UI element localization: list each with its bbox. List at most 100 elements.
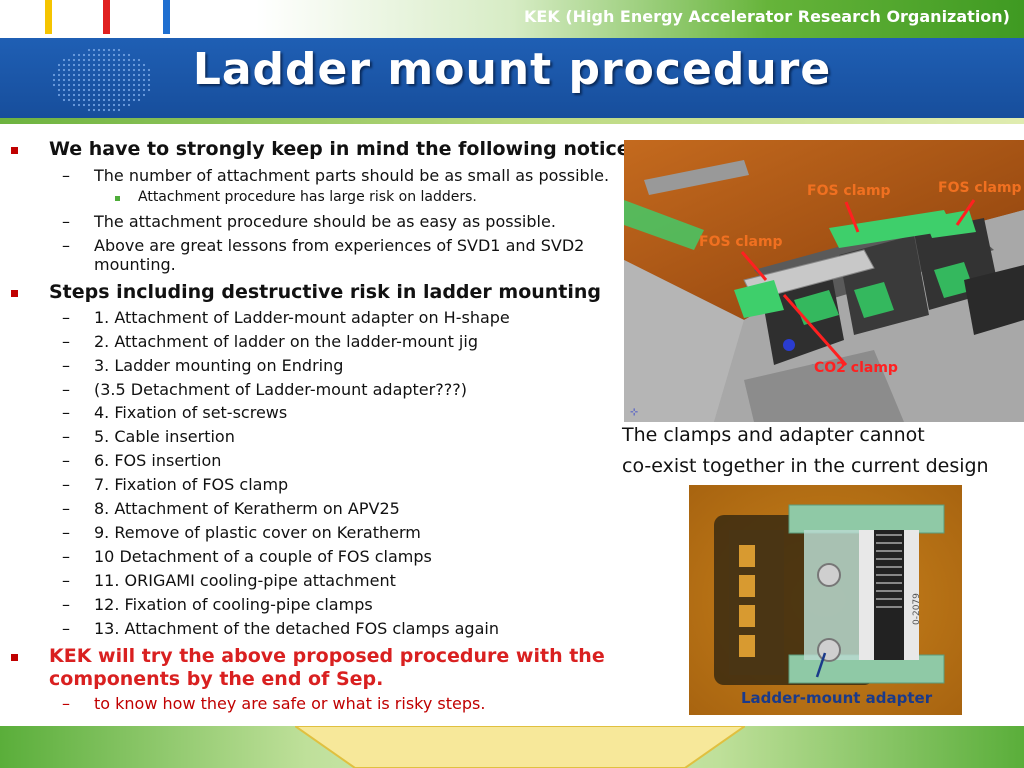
dotted-globe-icon [52, 48, 151, 112]
bullet-list: We have to strongly keep in mind the fol… [0, 130, 649, 720]
fos-clamp-label-1: FOS clamp [807, 183, 891, 199]
bullet-level-1: KEK will try the above proposed procedur… [0, 645, 620, 669]
bullet-text: components by the end of Sep. [49, 668, 384, 690]
dash-bullet-icon: – [62, 619, 70, 638]
fos-clamp-label-2: FOS clamp [938, 180, 1022, 196]
ladder-mount-adapter-photo: 0-2079 Ladder-mount adapter [689, 485, 962, 715]
bullet-text: 8. Attachment of Keratherm on APV25 [94, 499, 400, 518]
dash-bullet-icon: – [62, 523, 70, 542]
dash-bullet-icon: – [62, 499, 70, 518]
fos-arrow-2 [955, 199, 976, 226]
bullet-square-icon [11, 654, 18, 661]
image-caption-line-2: co-exist together in the current design [622, 455, 989, 477]
bullet-text: The attachment procedure should be as ea… [94, 212, 556, 231]
screw-top [817, 563, 841, 587]
bullet-level-2: – 7. Fixation of FOS clamp [0, 475, 620, 499]
bullet-level-2: – 5. Cable insertion [0, 427, 620, 451]
fos-arrow-3 [740, 251, 768, 281]
bullet-level-2: – 3. Ladder mounting on Endring [0, 356, 620, 380]
bullet-text: mounting. [94, 255, 176, 274]
bullet-level-3: Attachment procedure has large risk on l… [0, 189, 620, 213]
dash-bullet-icon: – [62, 475, 70, 494]
dash-bullet-icon: – [62, 403, 70, 422]
bullet-text: Above are great lessons from experiences… [94, 236, 585, 255]
logo-stripe-blue [163, 0, 170, 34]
bullet-text: 12. Fixation of cooling-pipe clamps [94, 595, 373, 614]
top-banner: KEK (High Energy Accelerator Research Or… [0, 0, 1024, 38]
dash-bullet-icon: – [62, 451, 70, 470]
fos-arrow-1 [844, 201, 860, 233]
title-bar [0, 38, 1024, 118]
bullet-text: Attachment procedure has large risk on l… [138, 189, 477, 205]
dash-bullet-icon: – [62, 380, 70, 399]
bullet-level-2: – 10 Detachment of a couple of FOS clamps [0, 547, 620, 571]
bullet-text: (3.5 Detachment of Ladder-mount adapter?… [94, 380, 467, 399]
bullet-text: 11. ORIGAMI cooling-pipe attachment [94, 571, 396, 590]
bullet-text: Steps including destructive risk in ladd… [49, 281, 602, 303]
axis-triad-icon: ⊹ [630, 407, 638, 418]
fos-clamp-label-3: FOS clamp [699, 234, 783, 250]
bullet-text: 13. Attachment of the detached FOS clamp… [94, 619, 499, 638]
dash-bullet-icon: – [62, 427, 70, 446]
title-bar-accent [0, 118, 1024, 124]
bullet-text: 9. Remove of plastic cover on Keratherm [94, 523, 421, 542]
bullet-text: 6. FOS insertion [94, 451, 222, 470]
bullet-level-2: – 13. Attachment of the detached FOS clam… [0, 619, 620, 643]
co2-arrow [782, 294, 848, 366]
bullet-level-2: – 4. Fixation of set-screws [0, 403, 620, 427]
bullet-text: 2. Attachment of ladder on the ladder-mo… [94, 332, 478, 351]
dash-bullet-icon: – [62, 571, 70, 590]
screw-bottom [817, 638, 841, 662]
bullet-level-2: – The attachment procedure should be as e… [0, 212, 620, 236]
bullet-text: 7. Fixation of FOS clamp [94, 475, 289, 494]
bullet-text: 1. Attachment of Ladder-mount adapter on… [94, 308, 510, 327]
bullet-square-icon [11, 290, 18, 297]
bullet-level-2: – 12. Fixation of cooling-pipe clamps [0, 595, 620, 619]
bullet-level-2: – 11. ORIGAMI cooling-pipe attachment [0, 571, 620, 595]
bullet-text: to know how they are safe or what is ris… [94, 694, 486, 713]
logo-stripe-red [103, 0, 110, 34]
bullet-level-2: mounting. [0, 255, 620, 279]
dash-bullet-icon: – [62, 166, 70, 185]
dash-bullet-icon: – [62, 308, 70, 327]
bullet-level-2: – 8. Attachment of Keratherm on APV25 [0, 499, 620, 523]
dash-bullet-icon: – [62, 547, 70, 566]
dash-bullet-icon: – [62, 595, 70, 614]
bullet-square-icon [115, 196, 120, 201]
organization-name: KEK (High Energy Accelerator Research Or… [524, 7, 1010, 26]
dash-bullet-icon: – [62, 694, 70, 713]
image-caption-line-1: The clamps and adapter cannot [622, 424, 925, 446]
bullet-level-2: – 2. Attachment of ladder on the ladder-m… [0, 332, 620, 356]
bullet-text: 3. Ladder mounting on Endring [94, 356, 344, 375]
dash-bullet-icon: – [62, 236, 70, 255]
bullet-level-2: – 9. Remove of plastic cover on Keratherm [0, 523, 620, 547]
logo-stripe-yellow [45, 0, 52, 34]
bullet-level-2: – 1. Attachment of Ladder-mount adapter o… [0, 308, 620, 332]
bullet-level-1: We have to strongly keep in mind the fol… [0, 138, 649, 162]
bullet-text: 5. Cable insertion [94, 427, 235, 446]
bullet-level-2: – to know how they are safe or what is ri… [0, 694, 620, 718]
ladder-mount-adapter-label: Ladder-mount adapter [741, 689, 933, 707]
bullet-text: 4. Fixation of set-screws [94, 403, 288, 422]
bullet-level-1: Steps including destructive risk in ladd… [0, 281, 620, 305]
bullet-level-2: – 6. FOS insertion [0, 451, 620, 475]
adapter-arrow [815, 652, 827, 678]
co2-clamp-label: CO2 clamp [814, 360, 898, 376]
bullet-level-2: – Above are great lessons from experience… [0, 236, 620, 260]
detector-render-image: FOS clamp FOS clamp FOS clamp CO2 clamp … [624, 140, 1024, 422]
footer-triangle-ornament [295, 726, 745, 768]
dash-bullet-icon: – [62, 212, 70, 231]
adapter-serial: 0-2079 [912, 593, 922, 625]
connector-pins [876, 534, 902, 608]
dash-bullet-icon: – [62, 332, 70, 351]
bullet-square-icon [11, 147, 18, 154]
bullet-text: 10 Detachment of a couple of FOS clamps [94, 547, 432, 566]
bullet-level-2: – The number of attachment parts should b… [0, 166, 620, 190]
bullet-text: The number of attachment parts should be… [94, 166, 610, 185]
dash-bullet-icon: – [62, 356, 70, 375]
bullet-level-2: – (3.5 Detachment of Ladder-mount adapter… [0, 380, 620, 404]
page-title: Ladder mount procedure [192, 44, 832, 95]
bullet-level-1: components by the end of Sep. [0, 668, 620, 692]
bullet-text: KEK will try the above proposed procedur… [49, 645, 605, 667]
bullet-text: We have to strongly keep in mind the fol… [49, 138, 649, 160]
